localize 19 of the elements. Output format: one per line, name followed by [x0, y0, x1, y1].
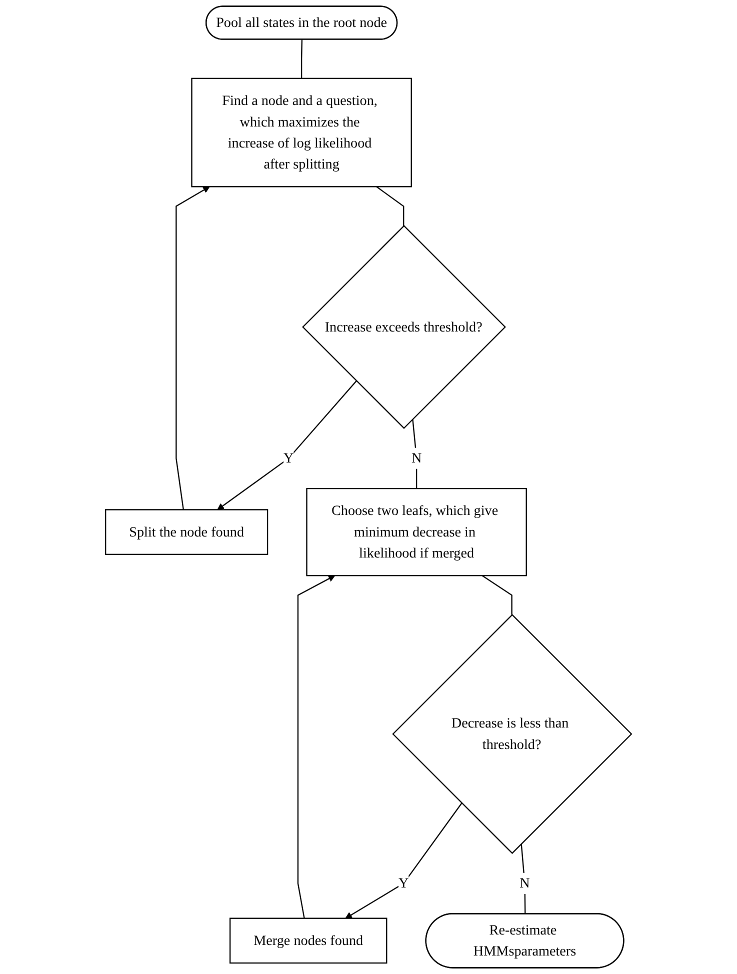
node-diamond: Decrease is less than threshold?: [392, 614, 632, 854]
connector: [300, 40, 303, 78]
node-box: Split the node found: [105, 509, 268, 555]
connector: [412, 419, 418, 489]
edge-label: N: [411, 450, 422, 466]
connector: [376, 186, 404, 226]
node-box: Merge nodes found: [229, 918, 388, 964]
node-box: Find a node and a question, which maximizes the increase of log likelihood after splitting: [191, 78, 412, 188]
arrow: [217, 380, 357, 510]
edge-label: Y: [284, 450, 294, 466]
connector: [482, 575, 512, 615]
arrow: [297, 575, 336, 918]
edge-label: N: [520, 875, 530, 891]
node-diamond: Increase exceeds threshold?: [302, 225, 506, 429]
connector: [520, 844, 526, 914]
arrow: [176, 186, 210, 510]
arrow: [345, 802, 462, 919]
edge-label: Y: [398, 875, 409, 891]
node-box: Choose two leafs, which give minimum decrease in likelihood if merged: [306, 488, 527, 576]
